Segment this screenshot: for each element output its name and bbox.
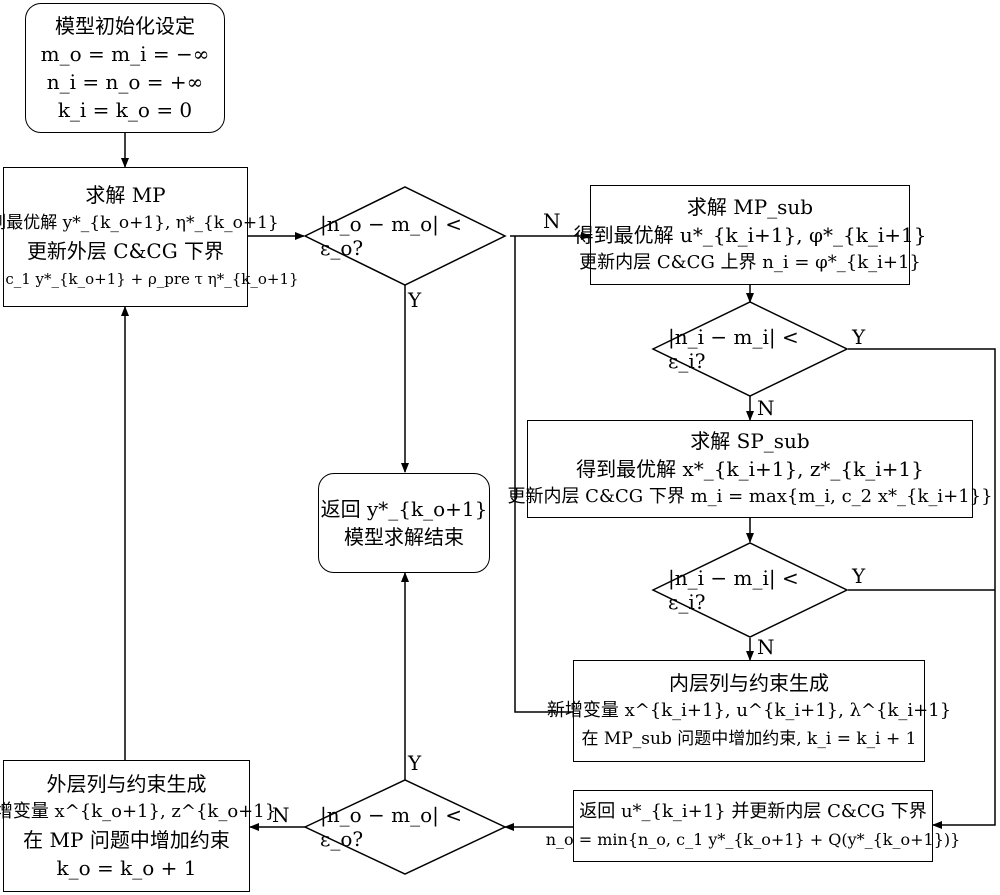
outer-generation-title: 外层列与约束生成 <box>46 772 207 796</box>
inner-generation-title: 内层列与约束生成 <box>669 671 829 695</box>
outer-generation-line-1: 新增变量 x^{k_o+1}, z^{k_o+1} <box>0 801 277 822</box>
label-inner1-no: N <box>757 396 775 420</box>
label-outer-bottom-no: N <box>272 803 290 827</box>
outer-generation-box: 外层列与约束生成 新增变量 x^{k_o+1}, z^{k_o+1} 在 MP … <box>0 760 276 892</box>
init-title: 模型初始化设定 <box>55 14 195 38</box>
solve-mpsub-line-1: 得到最优解 u*_{k_i+1}, φ*_{k_i+1} <box>573 223 927 247</box>
solve-mp-title: 求解 MP <box>85 183 166 207</box>
return-u-line-2: n_o = min{n_o, c_1 y*_{k_o+1} + Q(y*_{k_… <box>545 830 961 849</box>
solve-spsub-box: 求解 SP_sub 得到最优解 x*_{k_i+1}, z*_{k_i+1} 更… <box>507 420 993 518</box>
return-end-line-1: 返回 y*_{k_o+1} <box>320 497 488 521</box>
label-inner1-yes: Y <box>852 325 866 349</box>
init-line-3: k_i = k_o = 0 <box>57 98 193 122</box>
return-end-line-2: 模型求解结束 <box>344 525 464 549</box>
solve-mp-line-2: 更新外层 C&CG 下界 <box>26 239 225 263</box>
decision-outer-bottom-shape <box>303 779 507 875</box>
decision-inner1-text: |n_i − m_i| < ε_i? <box>668 325 799 373</box>
label-inner2-yes: Y <box>852 564 866 588</box>
label-outer-bottom-yes: Y <box>408 751 422 775</box>
return-end-box: 返回 y*_{k_o+1} 模型求解结束 <box>318 473 490 573</box>
solve-mp-line-1: 得到最优解 y*_{k_o+1}, η*_{k_o+1} <box>0 213 279 233</box>
decision-outer-top-shape <box>303 186 507 286</box>
label-inner2-no: N <box>757 635 775 659</box>
init-line-2: n_i = n_o = +∞ <box>46 70 204 94</box>
solve-spsub-title: 求解 SP_sub <box>690 429 810 453</box>
return-u-line-1: 返回 u*_{k_i+1} 并更新内层 C&CG 下界 <box>579 801 927 822</box>
decision-outer-top-text: |n_o − m_o| < ε_o? <box>320 212 462 260</box>
solve-mpsub-box: 求解 MP_sub 得到最优解 u*_{k_i+1}, φ*_{k_i+1} 更… <box>574 185 926 285</box>
decision-inner2-text: |n_i − m_i| < ε_i? <box>668 566 799 614</box>
solve-mp-box: 求解 MP 得到最优解 y*_{k_o+1}, η*_{k_o+1} 更新外层 … <box>0 167 299 307</box>
label-outer-top-no: N <box>543 209 561 233</box>
inner-generation-box: 内层列与约束生成 新增变量 x^{k_i+1}, u^{k_i+1}, λ^{k… <box>547 660 951 762</box>
solve-mpsub-line-2: 更新内层 C&CG 上界 n_i = φ*_{k_i+1} <box>579 252 921 273</box>
outer-generation-line-3: k_o = k_o + 1 <box>56 856 197 880</box>
arrow-inner-gen-loop <box>514 236 573 713</box>
decision-inner2-shape <box>651 542 849 638</box>
init-box: 模型初始化设定 m_o = m_i = −∞ n_i = n_o = +∞ k_… <box>25 3 225 133</box>
inner-generation-line-2: 在 MP_sub 问题中增加约束, k_i = k_i + 1 <box>581 729 917 749</box>
solve-mp-line-3: m_o = c_1 y*_{k_o+1} + ρ_pre τ η*_{k_o+1… <box>0 270 299 288</box>
solve-spsub-line-2: 更新内层 C&CG 下界 m_i = max{m_i, c_2 x*_{k_i+… <box>507 486 993 507</box>
init-line-1: m_o = m_i = −∞ <box>40 42 210 66</box>
decision-inner1-shape <box>651 301 849 397</box>
outer-generation-line-2: 在 MP 问题中增加约束 <box>23 828 230 852</box>
inner-generation-line-1: 新增变量 x^{k_i+1}, u^{k_i+1}, λ^{k_i+1} <box>546 700 952 721</box>
return-u-box: 返回 u*_{k_i+1} 并更新内层 C&CG 下界 n_o = min{n_… <box>546 790 960 862</box>
decision-outer-bottom-text: |n_o − m_o| < ε_o? <box>320 803 462 851</box>
solve-spsub-line-1: 得到最优解 x*_{k_i+1}, z*_{k_i+1} <box>576 457 924 481</box>
solve-mpsub-title: 求解 MP_sub <box>686 195 814 219</box>
arrow-check-inner1-yes <box>848 348 996 829</box>
label-outer-top-yes: Y <box>408 288 422 312</box>
